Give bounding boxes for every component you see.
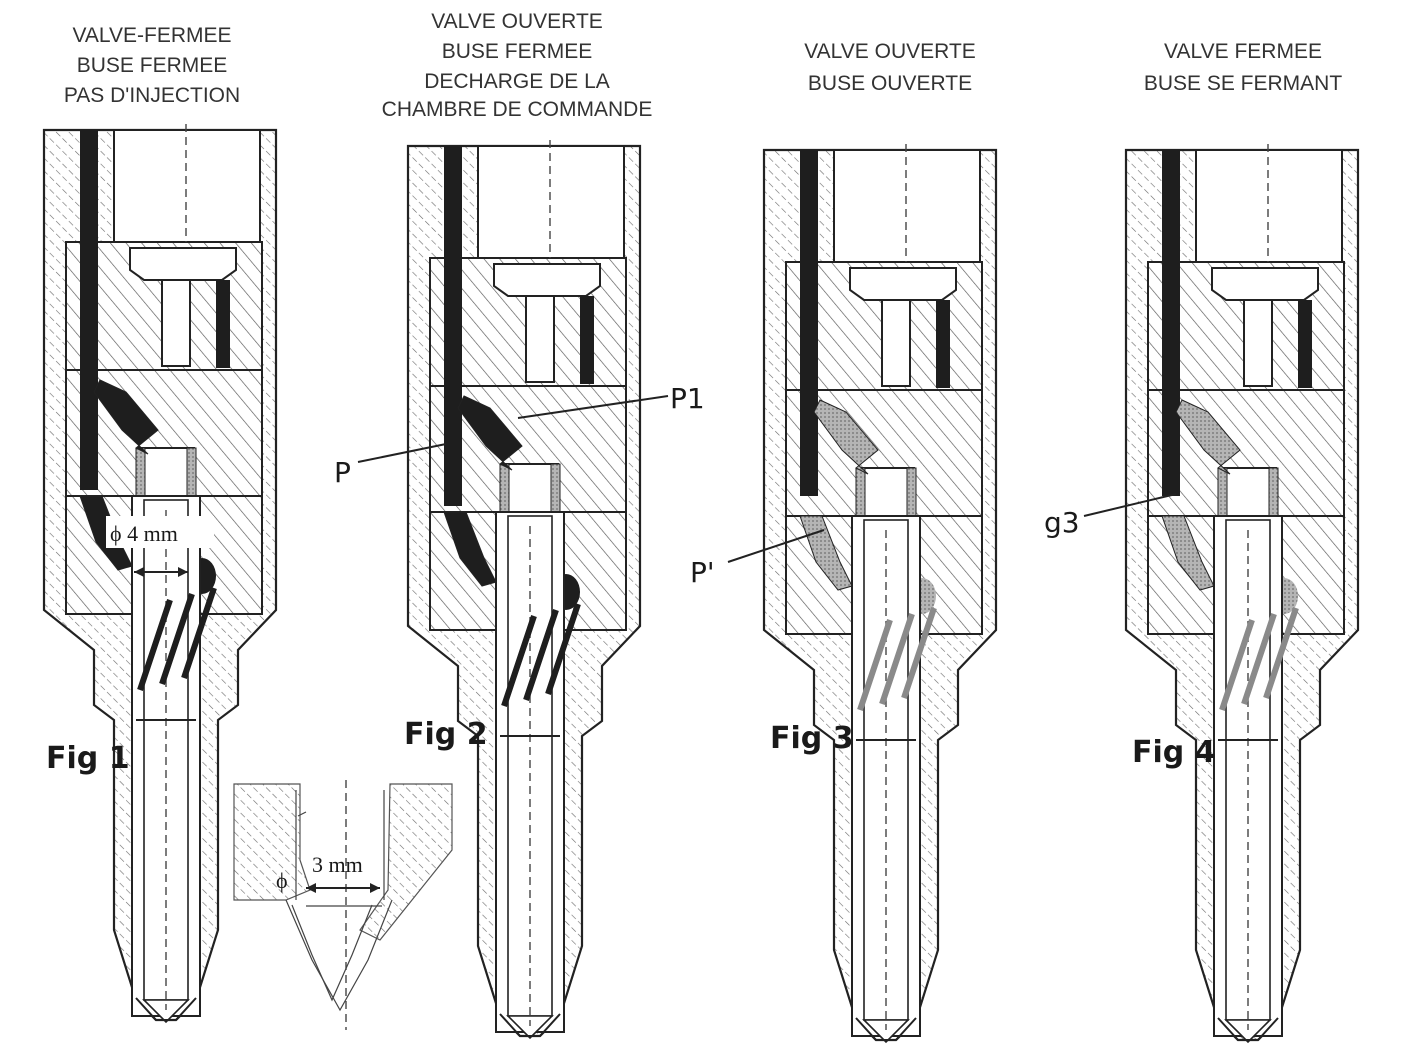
callout-g3: g3 [1044, 493, 1177, 539]
callout-p-prime: P' [690, 529, 825, 589]
callout-p-prime-text: P' [690, 556, 715, 589]
feed-passage [813, 399, 879, 475]
caption-fig1-line2: BUSE FERMEE [77, 54, 228, 77]
valve-spring-column [216, 280, 230, 368]
caption-fig4-line1: VALVE FERMEE [1164, 40, 1322, 63]
valve-stem [161, 279, 191, 367]
seat-diameter-text: 3 mm [312, 852, 363, 877]
feed-passage [1175, 399, 1241, 475]
needle-tip [1224, 1019, 1272, 1044]
supply-channel [444, 146, 462, 506]
nozzle-seat-detail: 3 mm ϕ [233, 780, 453, 1030]
caption-fig1-line1: VALVE-FERMEE [72, 24, 231, 47]
needle-tip [862, 1019, 910, 1044]
needle-diameter-dimension: ϕ 4 mm [106, 516, 214, 577]
supply-channel [1162, 150, 1180, 496]
seat-phi-symbol: ϕ [276, 868, 288, 893]
callout-p: P [334, 443, 447, 489]
valve-stem [881, 299, 911, 387]
valve-stem [525, 295, 555, 383]
valve-head [849, 267, 957, 301]
caption-fig3-line1: VALVE OUVERTE [804, 40, 976, 63]
callout-g3-text: g3 [1044, 506, 1080, 539]
fig4-label: Fig 4 [1132, 735, 1216, 770]
fig1-label: Fig 1 [46, 741, 130, 776]
caption-fig1: VALVE-FERMEE BUSE FERMEE PAS D'INJECTION [64, 24, 240, 107]
valve-spring-column [580, 296, 594, 384]
caption-fig1-line3: PAS D'INJECTION [64, 84, 240, 107]
control-chamber [1219, 467, 1277, 517]
caption-fig2-line2: BUSE FERMEE [442, 40, 593, 63]
caption-fig4: VALVE FERMEE BUSE SE FERMANT [1144, 40, 1343, 95]
needle-diameter-text: ϕ 4 mm [110, 521, 178, 546]
needle-tip [506, 1015, 554, 1040]
supply-channel [800, 150, 818, 496]
injector-fig3 [762, 144, 998, 1044]
fig3-label: Fig 3 [770, 721, 854, 756]
injector-fig1 [42, 124, 278, 1024]
control-chamber [137, 447, 195, 497]
valve-head [493, 263, 601, 297]
feed-passage [93, 379, 159, 455]
solenoid-plunger [833, 149, 981, 263]
solenoid-plunger [1195, 149, 1343, 263]
feed-passage [457, 395, 523, 471]
caption-fig2-line1: VALVE OUVERTE [431, 10, 603, 33]
fig2-label: Fig 2 [404, 717, 488, 752]
valve-spring-column [1298, 300, 1312, 388]
callout-p1-text: P1 [670, 382, 705, 415]
injector-fig4 [1124, 144, 1360, 1044]
caption-fig3: VALVE OUVERTE BUSE OUVERTE [804, 40, 976, 95]
needle-tip [142, 999, 190, 1024]
valve-head [1211, 267, 1319, 301]
caption-fig2-line4: CHAMBRE DE COMMANDE [382, 98, 653, 121]
control-chamber [501, 463, 559, 513]
caption-fig4-line2: BUSE SE FERMANT [1144, 72, 1343, 95]
callout-p1: P1 [517, 382, 705, 419]
valve-spring-column [936, 300, 950, 388]
caption-fig2-line3: DECHARGE DE LA [424, 70, 610, 93]
control-chamber [857, 467, 915, 517]
solenoid-plunger [113, 129, 261, 243]
caption-fig2: VALVE OUVERTE BUSE FERMEE DECHARGE DE LA… [382, 10, 653, 121]
valve-stem [1243, 299, 1273, 387]
solenoid-plunger [477, 145, 625, 259]
caption-fig3-line2: BUSE OUVERTE [808, 72, 972, 95]
supply-channel [80, 130, 98, 490]
callout-p-text: P [334, 456, 351, 489]
injector-fig2 [406, 140, 642, 1040]
valve-head [129, 247, 237, 281]
